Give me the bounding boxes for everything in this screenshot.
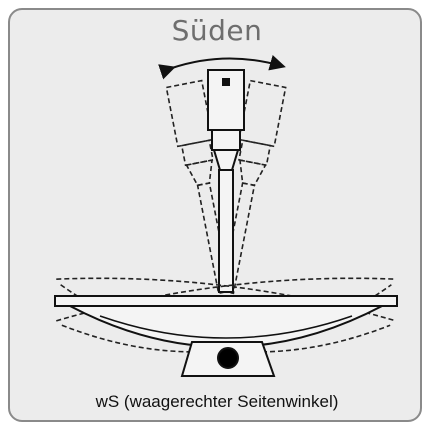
diagram-caption: wS (waagerechter Seitenwinkel) (95, 392, 339, 411)
mount-base (180, 341, 276, 377)
rotation-arrow (158, 55, 286, 80)
direction-label: Süden (171, 14, 263, 47)
pivot-point (217, 347, 239, 369)
lnb-center (207, 69, 245, 293)
